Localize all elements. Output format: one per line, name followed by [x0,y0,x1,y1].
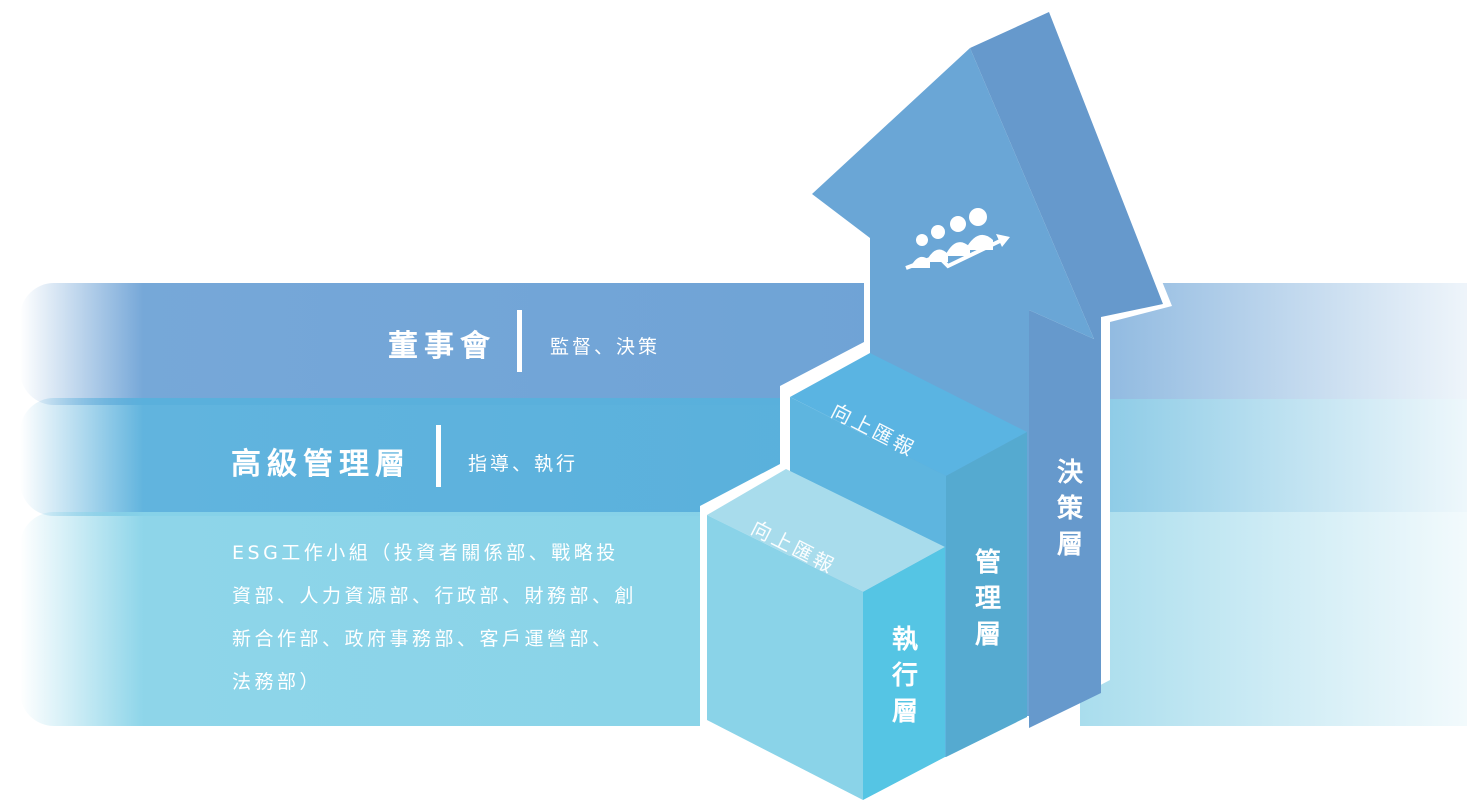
working-group-line: ESG工作小組（投資者關係部、戰略投 [232,542,619,564]
decision-char: 層 [1056,530,1083,560]
exec-band [20,512,900,726]
board-band [20,283,900,405]
mid-block-side [946,432,1027,757]
senior-title: 高級管理層 [231,447,411,482]
low-block-top [707,469,945,592]
management-char: 層 [974,620,1001,650]
senior-divider [436,425,441,487]
arrow-side-face [970,12,1163,728]
management-level-label: 管 理 層 [968,545,1008,653]
senior-band [20,398,900,516]
low-block-side [863,547,945,800]
board-divider [517,310,522,372]
execution-char: 行 [891,661,918,691]
low-block-front [707,515,863,800]
senior-desc: 指導、執行 [468,453,579,475]
management-char: 管 [974,548,1001,578]
execution-char: 層 [891,697,918,727]
working-group-line: 法務部） [232,671,323,693]
execution-char: 執 [891,625,918,655]
exec-band-right [1080,512,1467,726]
decision-level-label: 決 策 層 [1050,455,1090,563]
working-group-desc: ESG工作小組（投資者關係部、戰略投 資部、人力資源部、行政部、財務部、創 新合… [232,532,672,704]
working-group-line: 新合作部、政府事務部、客戶運營部、 [232,628,615,650]
working-group-line: 資部、人力資源部、行政部、財務部、創 [232,585,638,607]
board-desc: 監督、決策 [550,336,661,358]
team-growth-icon [905,208,1010,270]
board-title: 董事會 [388,329,496,364]
management-char: 理 [974,584,1001,614]
mid-block-top [790,353,1027,476]
senior-band-right [1100,399,1467,512]
execution-level-label: 執 行 層 [885,622,925,730]
decision-char: 策 [1056,494,1083,524]
decision-char: 決 [1056,458,1083,488]
